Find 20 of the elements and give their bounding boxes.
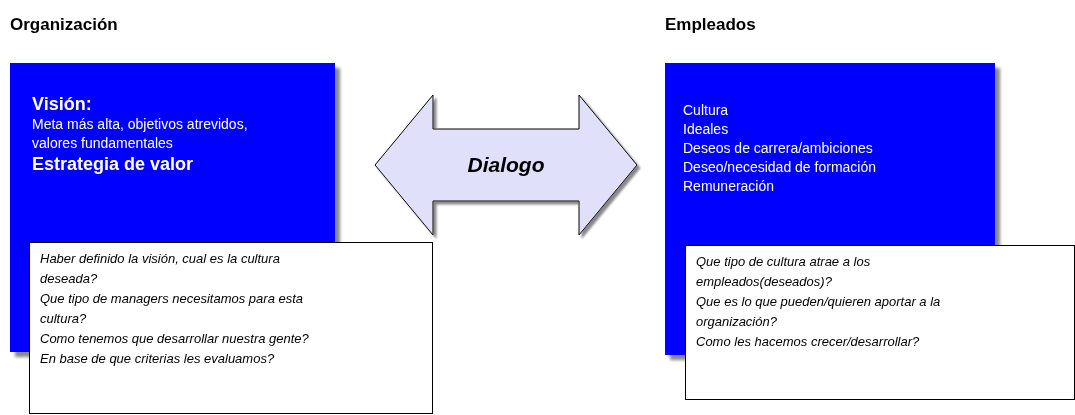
heading-text: Estrategia de valor [32,153,195,175]
section-heading: Empleados [665,15,756,35]
item-text: Meta más alta, objetivos atrevidos, valores fundamentales [32,115,249,153]
item-text: Deseos de carrera/ambiciones [683,139,874,158]
question-text: Como les hacemos crecer/desarrollar? [696,333,921,351]
question-text: Que tipo de managers necesitamos para esta cultura? [40,290,305,328]
section-heading: Organización [10,15,118,35]
question-tooltip [685,245,1075,400]
question-text: Que tipo de cultura atrae a los empleados(deseados)? [696,253,872,291]
double-arrow [374,94,638,236]
question-text: Que es lo que pueden/quieren aportar a la organización? [696,293,942,331]
item-text: Cultura [683,101,730,120]
question-text: Como tenemos que desarrollar nuestra gente? [40,330,310,348]
question-text: Haber definido la visión, cual es la cultura deseada? [40,250,281,288]
question-text: En base de que criterias les evaluamos? [40,350,276,368]
item-text: Remuneración [683,177,776,196]
item-text: Deseo/necesidad de formación [683,158,877,177]
heading-text: Visión: [32,93,93,115]
question-tooltip [29,242,433,414]
item-text: Ideales [683,120,730,139]
